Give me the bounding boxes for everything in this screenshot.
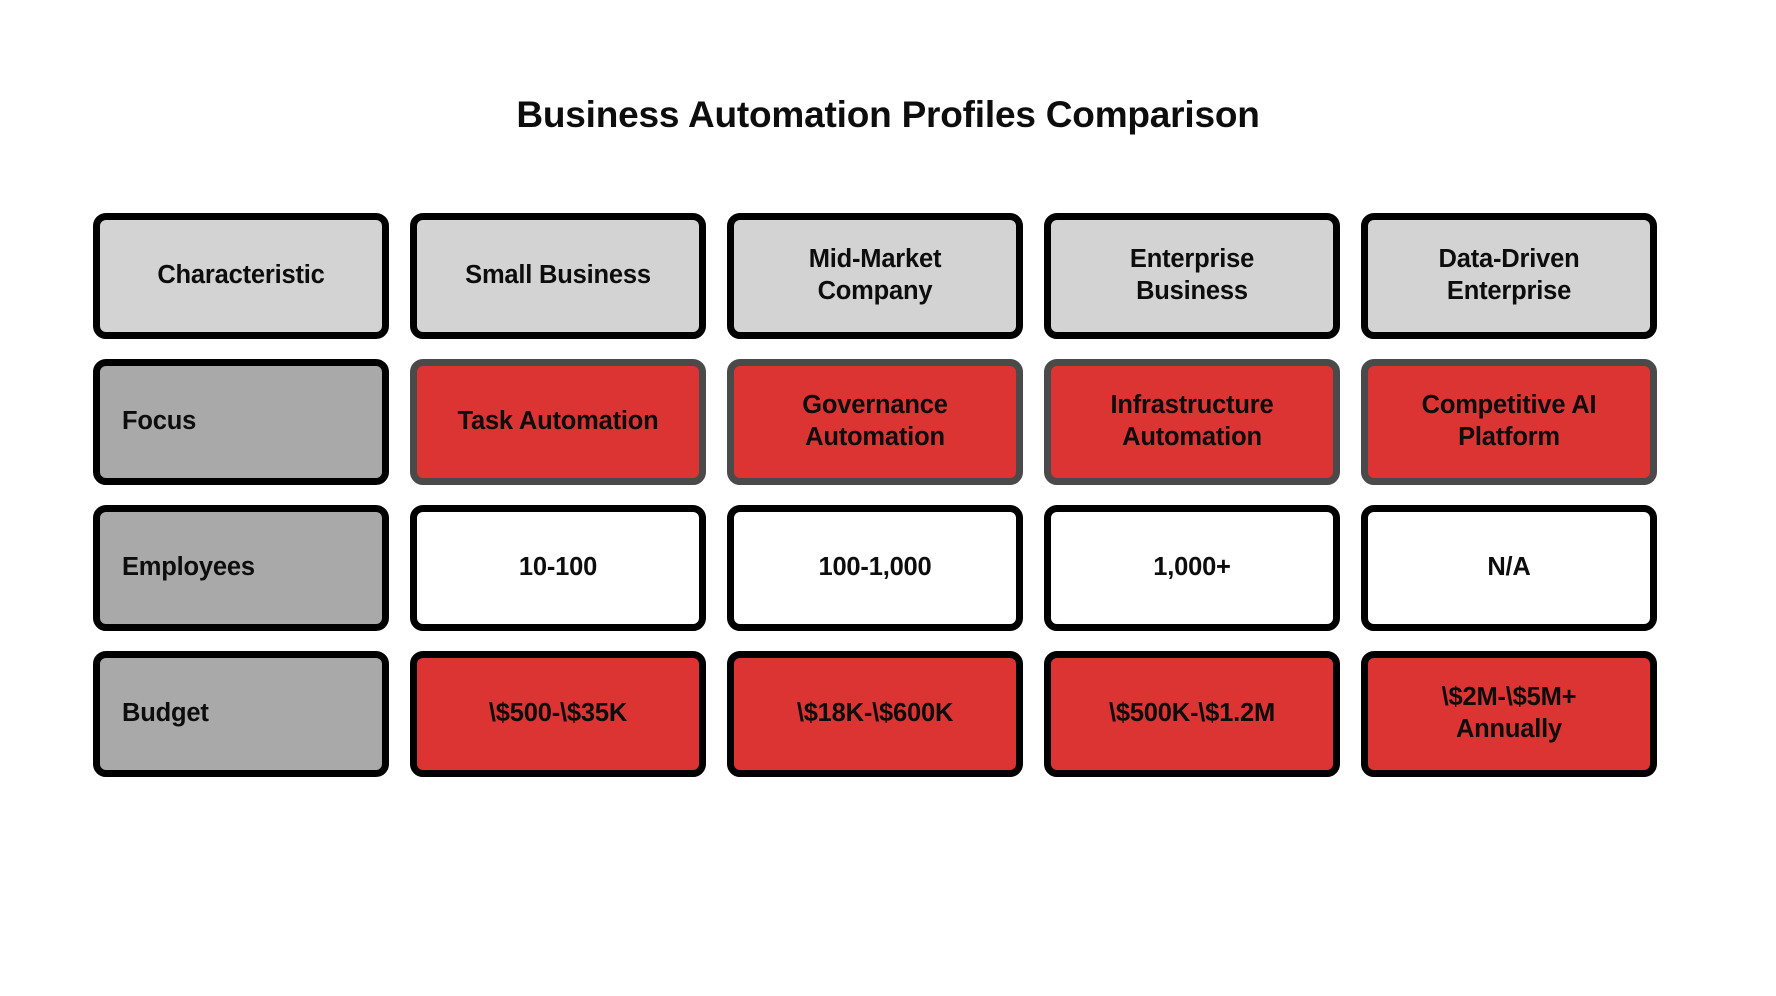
table-row: Employees 10-100 100-1,000 1,000+ N/A [93, 505, 1703, 631]
row-label-employees: Employees [93, 505, 389, 631]
table-header-cell-3: Enterprise Business [1044, 213, 1340, 339]
table-row: Budget \$500-\$35K \$18K-\$600K \$500K-\… [93, 651, 1703, 777]
table-cell-focus-mid-market: Governance Automation [727, 359, 1023, 485]
table-row: Focus Task Automation Governance Automat… [93, 359, 1703, 485]
table-cell-focus-data-driven: Competitive AI Platform [1361, 359, 1657, 485]
table-header-cell-0: Characteristic [93, 213, 389, 339]
table-header-cell-2: Mid-Market Company [727, 213, 1023, 339]
page-title: Business Automation Profiles Comparison [516, 94, 1260, 135]
table-cell-budget-small-business: \$500-\$35K [410, 651, 706, 777]
table-cell-employees-data-driven: N/A [1361, 505, 1657, 631]
table-cell-budget-enterprise: \$500K-\$1.2M [1044, 651, 1340, 777]
row-label-focus: Focus [93, 359, 389, 485]
table-cell-focus-enterprise: Infrastructure Automation [1044, 359, 1340, 485]
table-cell-employees-small-business: 10-100 [410, 505, 706, 631]
table-cell-focus-small-business: Task Automation [410, 359, 706, 485]
comparison-table: Characteristic Small Business Mid-Market… [93, 213, 1703, 777]
table-cell-employees-enterprise: 1,000+ [1044, 505, 1340, 631]
table-cell-budget-data-driven: \$2M-\$5M+ Annually [1361, 651, 1657, 777]
row-label-budget: Budget [93, 651, 389, 777]
table-header-cell-4: Data-Driven Enterprise [1361, 213, 1657, 339]
table-cell-employees-mid-market: 100-1,000 [727, 505, 1023, 631]
table-header-row: Characteristic Small Business Mid-Market… [93, 213, 1703, 339]
table-cell-budget-mid-market: \$18K-\$600K [727, 651, 1023, 777]
table-header-cell-1: Small Business [410, 213, 706, 339]
